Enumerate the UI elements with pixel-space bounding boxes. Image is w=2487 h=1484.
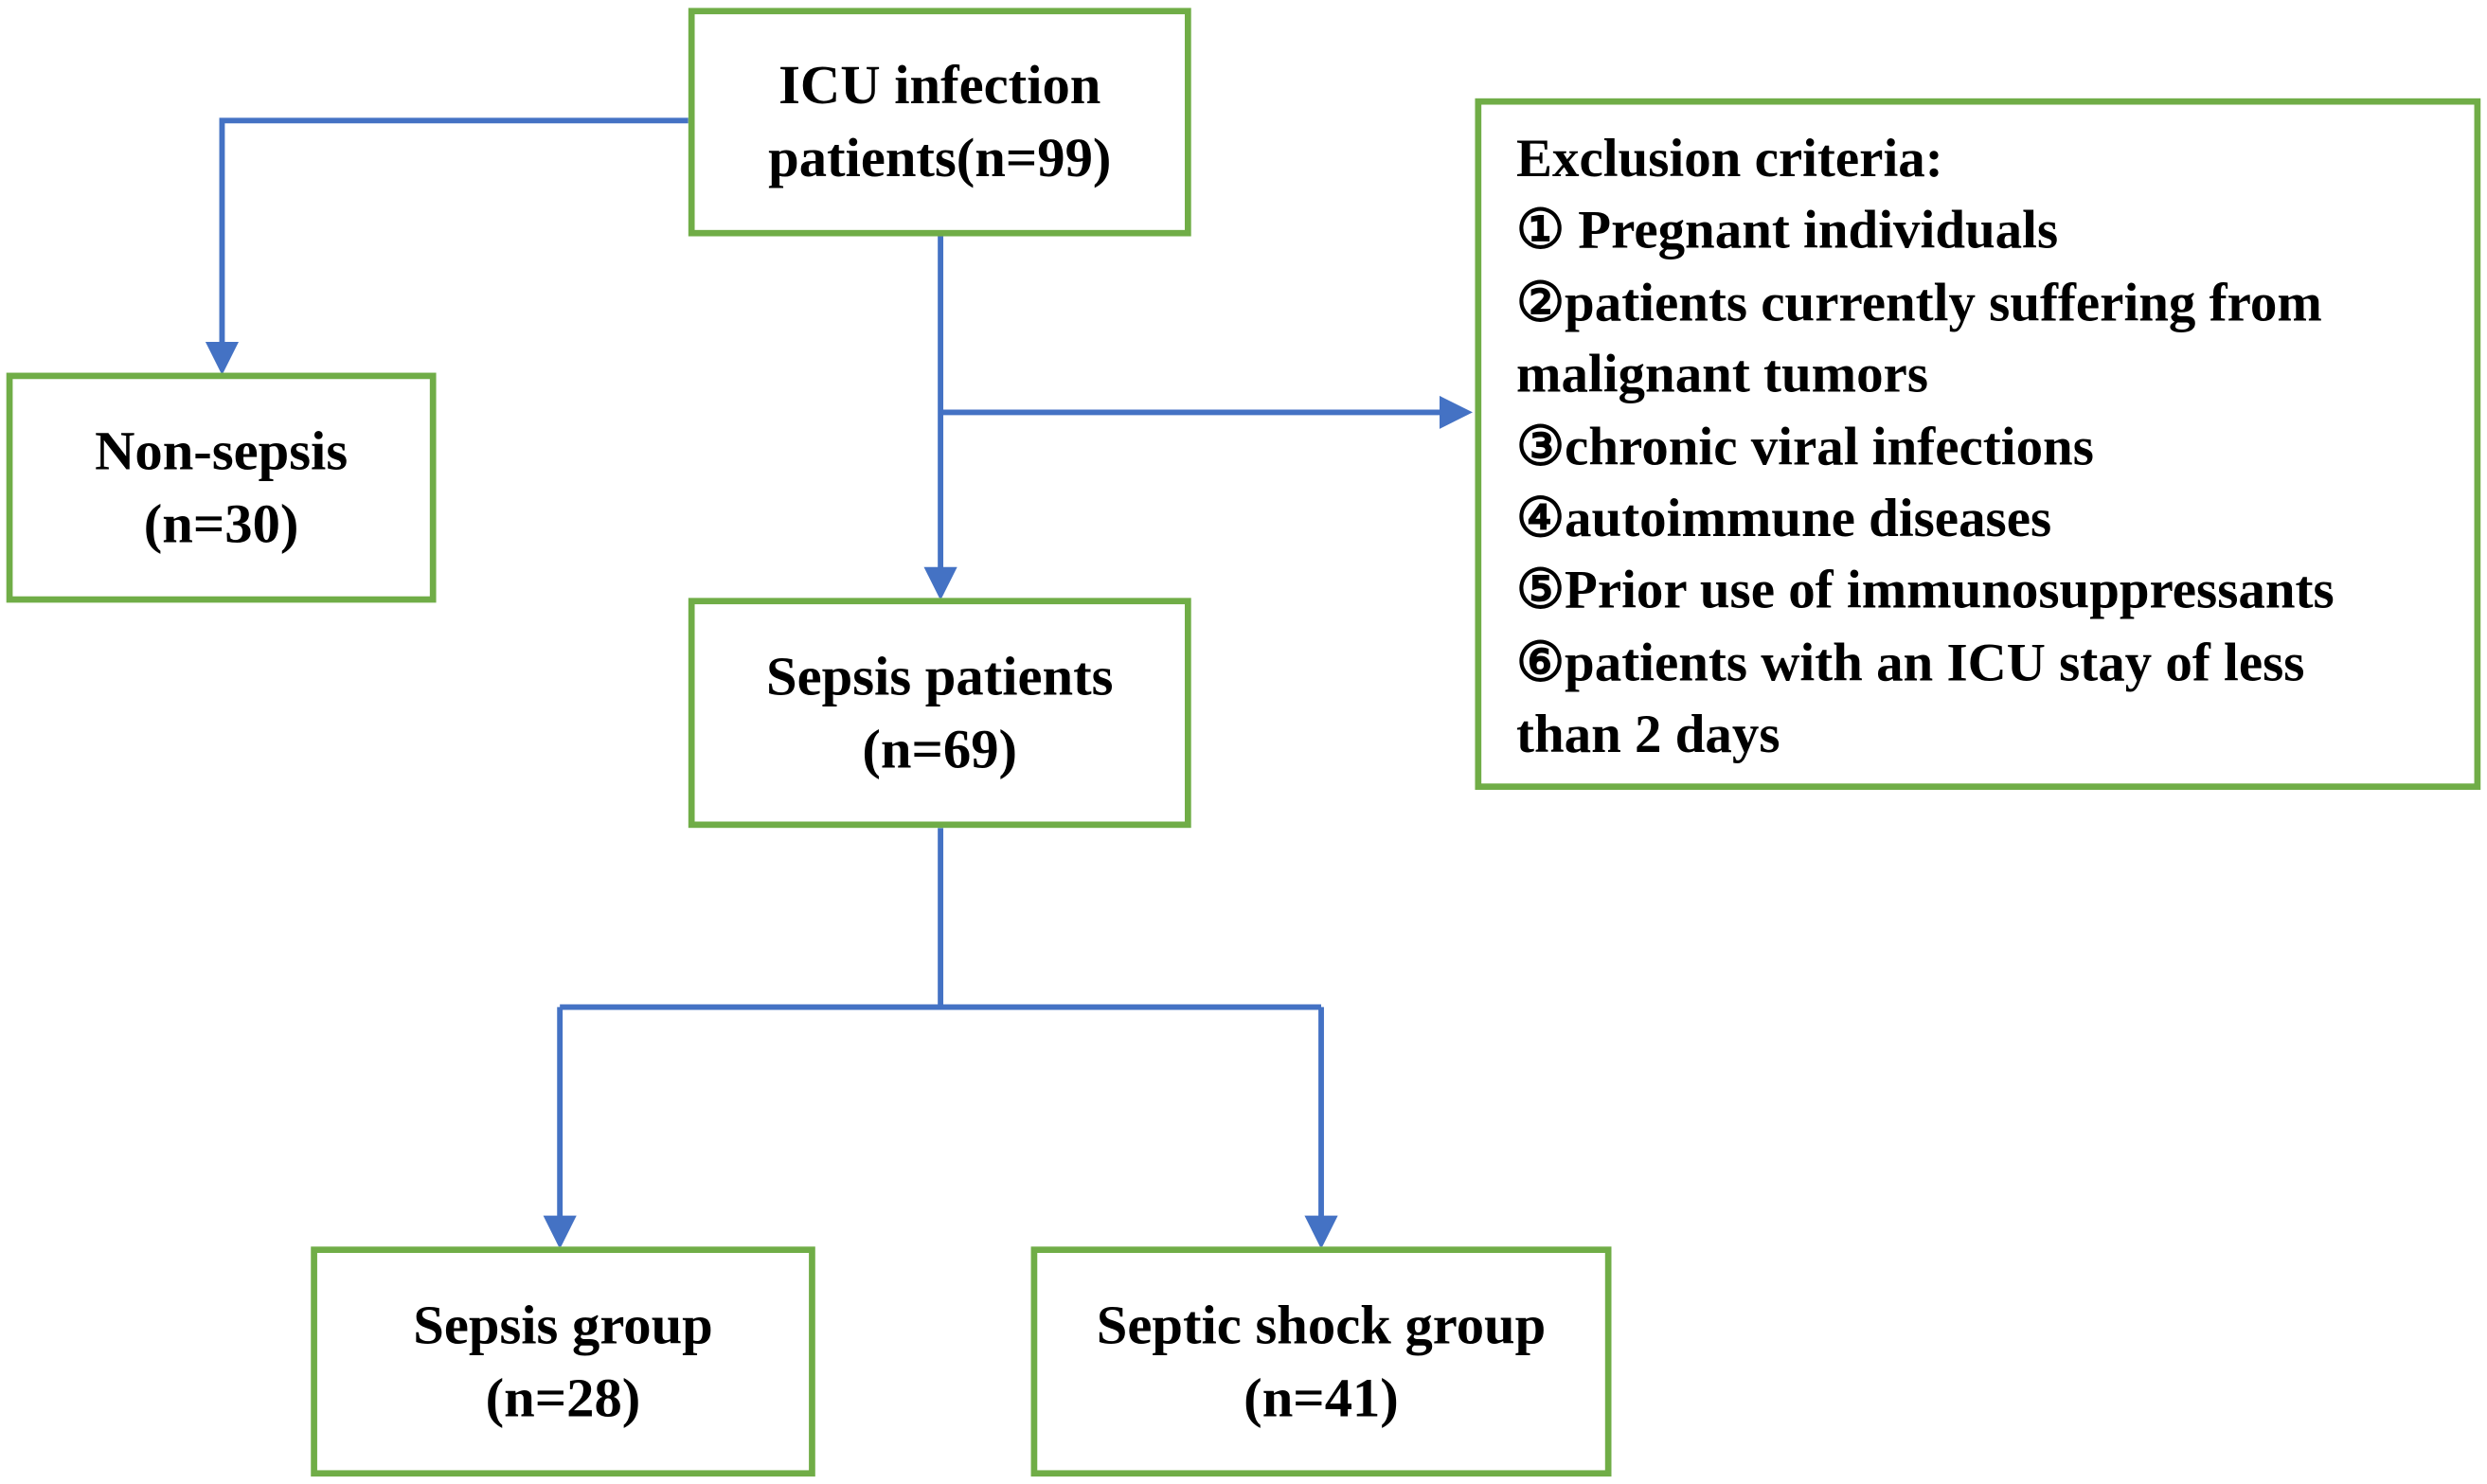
exclusion-item: ③chronic viral infections [1516, 418, 2094, 477]
sepsis-group-line2: (n=28) [485, 1366, 641, 1429]
exclusion-item: ⑤Prior use of immunosuppressants [1516, 562, 2335, 621]
icu-infection-patients-box: ICU infection patients(n=99) [688, 8, 1191, 237]
edge-icu-to-non-sepsis [205, 117, 689, 376]
edge-sepsis-trunk [560, 828, 1322, 1010]
icu-box-line1: ICU infection [778, 53, 1101, 116]
sepsis-group-line1: Sepsis group [413, 1293, 713, 1356]
exclusion-item: ⑥patients with an ICU stay of less [1516, 634, 2305, 693]
non-sepsis-box: Non-sepsis (n=30) [6, 372, 437, 603]
septic-shock-line2: (n=41) [1244, 1366, 1399, 1429]
non-sepsis-line2: (n=30) [143, 492, 299, 555]
exclusion-item: ④autoimmune diseases [1516, 490, 2052, 549]
sepsis-patients-line1: Sepsis patients [766, 644, 1114, 707]
sepsis-patients-line2: (n=69) [862, 717, 1018, 780]
exclusion-item-continuation: malignant tumors [1516, 346, 1928, 405]
sepsis-group-box: Sepsis group (n=28) [311, 1246, 815, 1477]
exclusion-item-continuation: than 2 days [1516, 706, 1780, 765]
septic-shock-line1: Septic shock group [1096, 1293, 1547, 1356]
exclusion-criteria-box: Exclusion criteria: ① Pregnant individua… [1475, 98, 2481, 791]
non-sepsis-line1: Non-sepsis [95, 419, 349, 482]
sepsis-patients-box: Sepsis patients (n=69) [688, 598, 1191, 829]
exclusion-title: Exclusion criteria: [1516, 130, 1943, 189]
exclusion-item: ②patients currently suffering from [1516, 274, 2322, 333]
icu-box-line2: patients(n=99) [768, 126, 1112, 189]
exclusion-item: ① Pregnant individuals [1516, 202, 2059, 261]
septic-shock-group-box: Septic shock group (n=41) [1030, 1246, 1612, 1477]
